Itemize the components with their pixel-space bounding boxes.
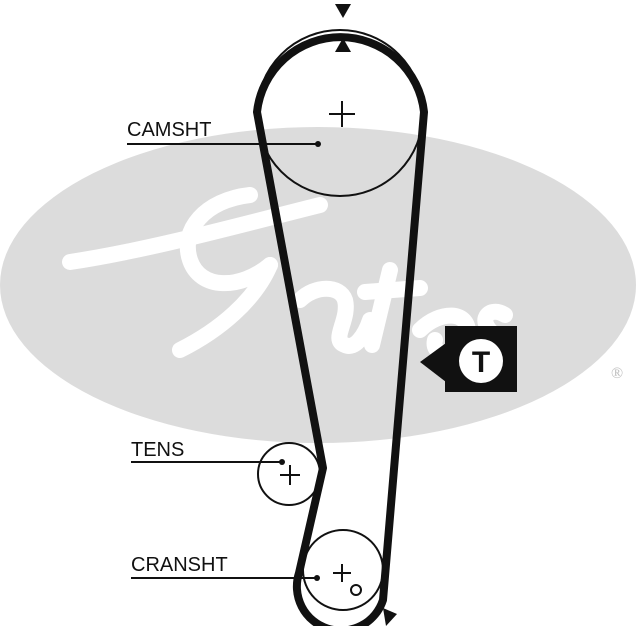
timing-mark-top-arrow-outer bbox=[335, 4, 351, 18]
tension-badge: T bbox=[420, 326, 517, 392]
camshaft-pulley bbox=[256, 4, 424, 197]
tensioner-pulley bbox=[257, 442, 321, 506]
camshaft-label: CAMSHT bbox=[127, 119, 211, 141]
camshaft-label-group: CAMSHT bbox=[127, 119, 321, 147]
tension-badge-circle bbox=[459, 339, 503, 383]
crankshaft-center-cross bbox=[333, 564, 351, 582]
tensioner-center-cross bbox=[280, 465, 300, 485]
camshaft-center-cross bbox=[329, 101, 355, 127]
registered-mark: ® bbox=[611, 365, 623, 382]
crankshaft-leader-dot bbox=[314, 575, 320, 581]
tension-badge-arrow bbox=[420, 343, 446, 382]
crankshaft-label: CRANSHT bbox=[131, 554, 228, 576]
tensioner-leader-dot bbox=[279, 459, 285, 465]
crankshaft-pulley bbox=[302, 529, 397, 626]
gates-watermark: ® bbox=[0, 127, 636, 443]
tension-badge-letter: T bbox=[472, 346, 490, 379]
camshaft-leader-dot bbox=[315, 141, 321, 147]
crankshaft-pulley-circle bbox=[302, 529, 384, 611]
tensioner-pulley-circle bbox=[257, 442, 321, 506]
timing-mark-top-arrow-inner bbox=[335, 38, 351, 52]
crankshaft-timing-dot bbox=[350, 584, 362, 596]
timing-mark-bottom-arrow bbox=[383, 608, 397, 626]
tensioner-label: TENS bbox=[131, 439, 184, 461]
crankshaft-label-group: CRANSHT bbox=[131, 554, 320, 581]
tensioner-label-group: TENS bbox=[131, 439, 285, 465]
camshaft-pulley-circle bbox=[256, 29, 424, 197]
